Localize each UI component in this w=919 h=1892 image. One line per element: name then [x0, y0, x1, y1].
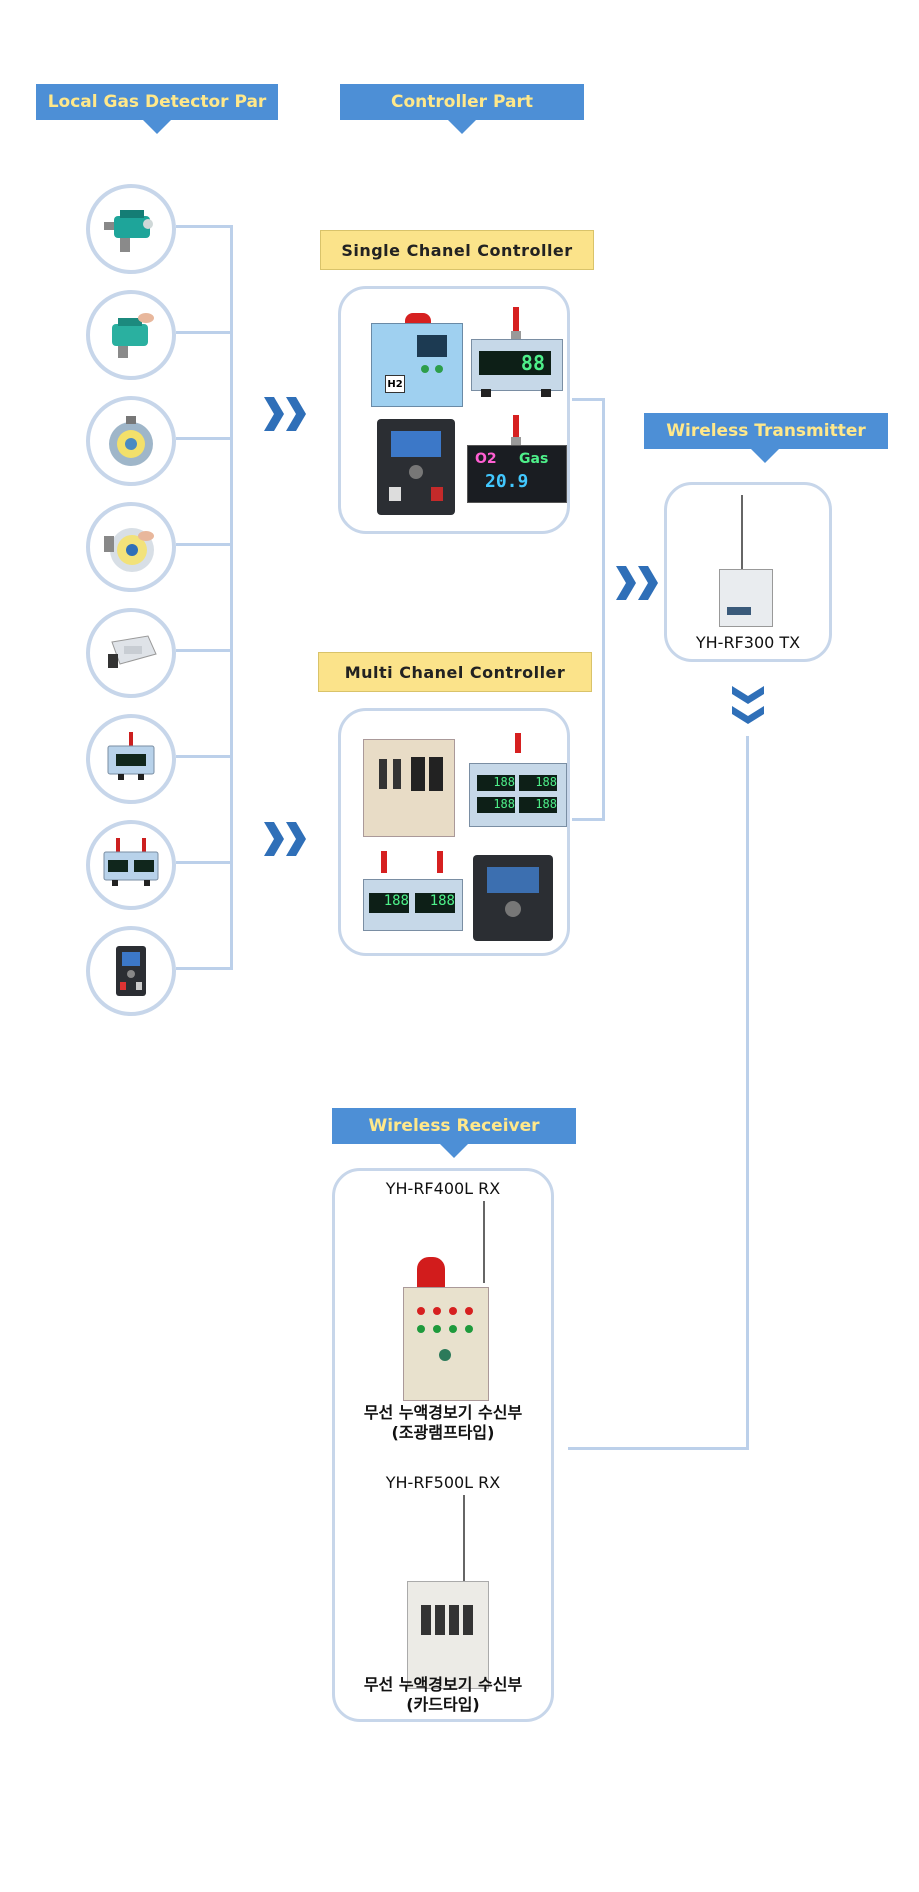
receiver-2-desc-line2: (카드타입) — [406, 1695, 480, 1714]
alarm-lamp-icon — [417, 1257, 445, 1287]
seg-display: 188 — [519, 797, 557, 813]
explosion-proof-controller-icon — [116, 946, 146, 996]
detector-connector-5 — [176, 649, 232, 652]
antenna-icon — [463, 1495, 465, 1581]
double-chevron-down-icon — [732, 686, 764, 724]
o2-display-label: O2 — [475, 451, 497, 467]
detection-controller-device[interactable]: H2 — [371, 313, 463, 407]
detector-connector-7 — [176, 861, 232, 864]
round-detector-hand-icon — [104, 528, 154, 572]
transmitter-device[interactable] — [719, 495, 775, 627]
explosion-proof-multi-controller[interactable] — [473, 855, 553, 941]
receiver-1-model-label: YH-RF400L RX — [385, 1179, 501, 1198]
multi-channel-controller-label: Multi Chanel Controller — [318, 652, 592, 692]
controller-part-header: Controller Part — [340, 84, 584, 120]
seg-display: 88 — [479, 351, 551, 375]
receiver-lamp-type-device[interactable] — [403, 1201, 503, 1401]
detector-circle-5[interactable] — [86, 608, 176, 698]
explosion-proof-single-controller[interactable] — [371, 419, 461, 515]
controller-part-arrow — [448, 120, 476, 134]
seg-display: 188 — [519, 775, 557, 791]
single-channel-controller-panel: H2 88 O2 Gas 20.9 — [338, 286, 570, 534]
detector-connector-6 — [176, 755, 232, 758]
antenna-icon — [741, 495, 743, 569]
detector-circle-8[interactable] — [86, 926, 176, 1016]
transmitter-to-receiver-line — [746, 736, 749, 1450]
wireless-receiver-panel: YH-RF400L RX 무선 누액경보기 수신부 (조광램프타입) YH-RF… — [332, 1168, 554, 1722]
box-detector-icon — [108, 635, 157, 668]
detector-circle-1[interactable] — [86, 184, 176, 274]
wireless-receiver-header: Wireless Receiver — [332, 1108, 576, 1144]
antenna-icon — [483, 1201, 485, 1283]
double-chevron-right-icon — [264, 397, 306, 431]
detector-connector-1 — [176, 225, 232, 228]
receiver-connector-line — [568, 1447, 749, 1450]
receiver-1-desc-line2: (조광램프타입) — [391, 1423, 495, 1442]
round-detector-icon — [109, 416, 153, 466]
seg-display: 188 — [477, 797, 515, 813]
single-display-detector-icon — [107, 732, 155, 780]
multi-controller-connector — [572, 818, 604, 821]
flameproof-detector-hand-icon — [112, 313, 154, 358]
seg-display: 188 — [477, 775, 515, 791]
detector-connector-3 — [176, 437, 232, 440]
multi-gas-monitoring-2ch[interactable]: 188 188 — [363, 851, 463, 943]
wireless-transmitter-header: Wireless Transmitter — [644, 413, 888, 449]
detector-bus-line — [230, 225, 233, 970]
double-chevron-right-icon — [616, 566, 658, 600]
detector-connector-4 — [176, 543, 232, 546]
detector-connector-2 — [176, 331, 232, 334]
flameproof-detector-icon — [104, 210, 153, 252]
value-display: 20.9 — [485, 471, 529, 492]
local-gas-detector-header: Local Gas Detector Par — [36, 84, 278, 120]
receiver-2-model-label: YH-RF500L RX — [385, 1473, 501, 1492]
detector-connector-8 — [176, 967, 232, 970]
multi-gas-monitoring-4ch[interactable]: 188 188 188 188 — [469, 733, 567, 835]
double-chevron-right-icon — [264, 822, 306, 856]
gas-detection-controller-device[interactable]: 88 — [471, 307, 563, 405]
receiver-card-type-device[interactable] — [407, 1495, 497, 1689]
detector-circle-7[interactable] — [86, 820, 176, 910]
single-channel-controller-label: Single Chanel Controller — [320, 230, 594, 270]
gas-monitoring-display-device[interactable]: O2 Gas 20.9 — [467, 415, 567, 515]
detector-circle-6[interactable] — [86, 714, 176, 804]
dual-display-detector-icon — [103, 838, 159, 886]
receiver-2-desc-line1: 무선 누액경보기 수신부 — [363, 1675, 523, 1694]
wireless-transmitter-panel: YH-RF300 TX — [664, 482, 832, 662]
detector-circle-3[interactable] — [86, 396, 176, 486]
seg-display: 188 — [415, 893, 455, 913]
gas-display-label: Gas — [519, 451, 549, 467]
multi-channel-controller-panel: 188 188 188 188 188 188 — [338, 708, 570, 956]
controller-bus-line — [602, 398, 605, 821]
local-gas-detector-arrow — [143, 120, 171, 134]
detector-circle-4[interactable] — [86, 502, 176, 592]
seg-display: 188 — [369, 893, 409, 913]
single-controller-connector — [572, 398, 604, 401]
wireless-receiver-arrow — [440, 1144, 468, 1158]
transmitter-model-label: YH-RF300 TX — [695, 633, 801, 652]
multi-gas-alarm-panel[interactable] — [363, 739, 455, 837]
h2-tag: H2 — [385, 375, 405, 393]
detector-circle-2[interactable] — [86, 290, 176, 380]
receiver-1-desc-line1: 무선 누액경보기 수신부 — [363, 1403, 523, 1422]
wireless-transmitter-arrow — [751, 449, 779, 463]
